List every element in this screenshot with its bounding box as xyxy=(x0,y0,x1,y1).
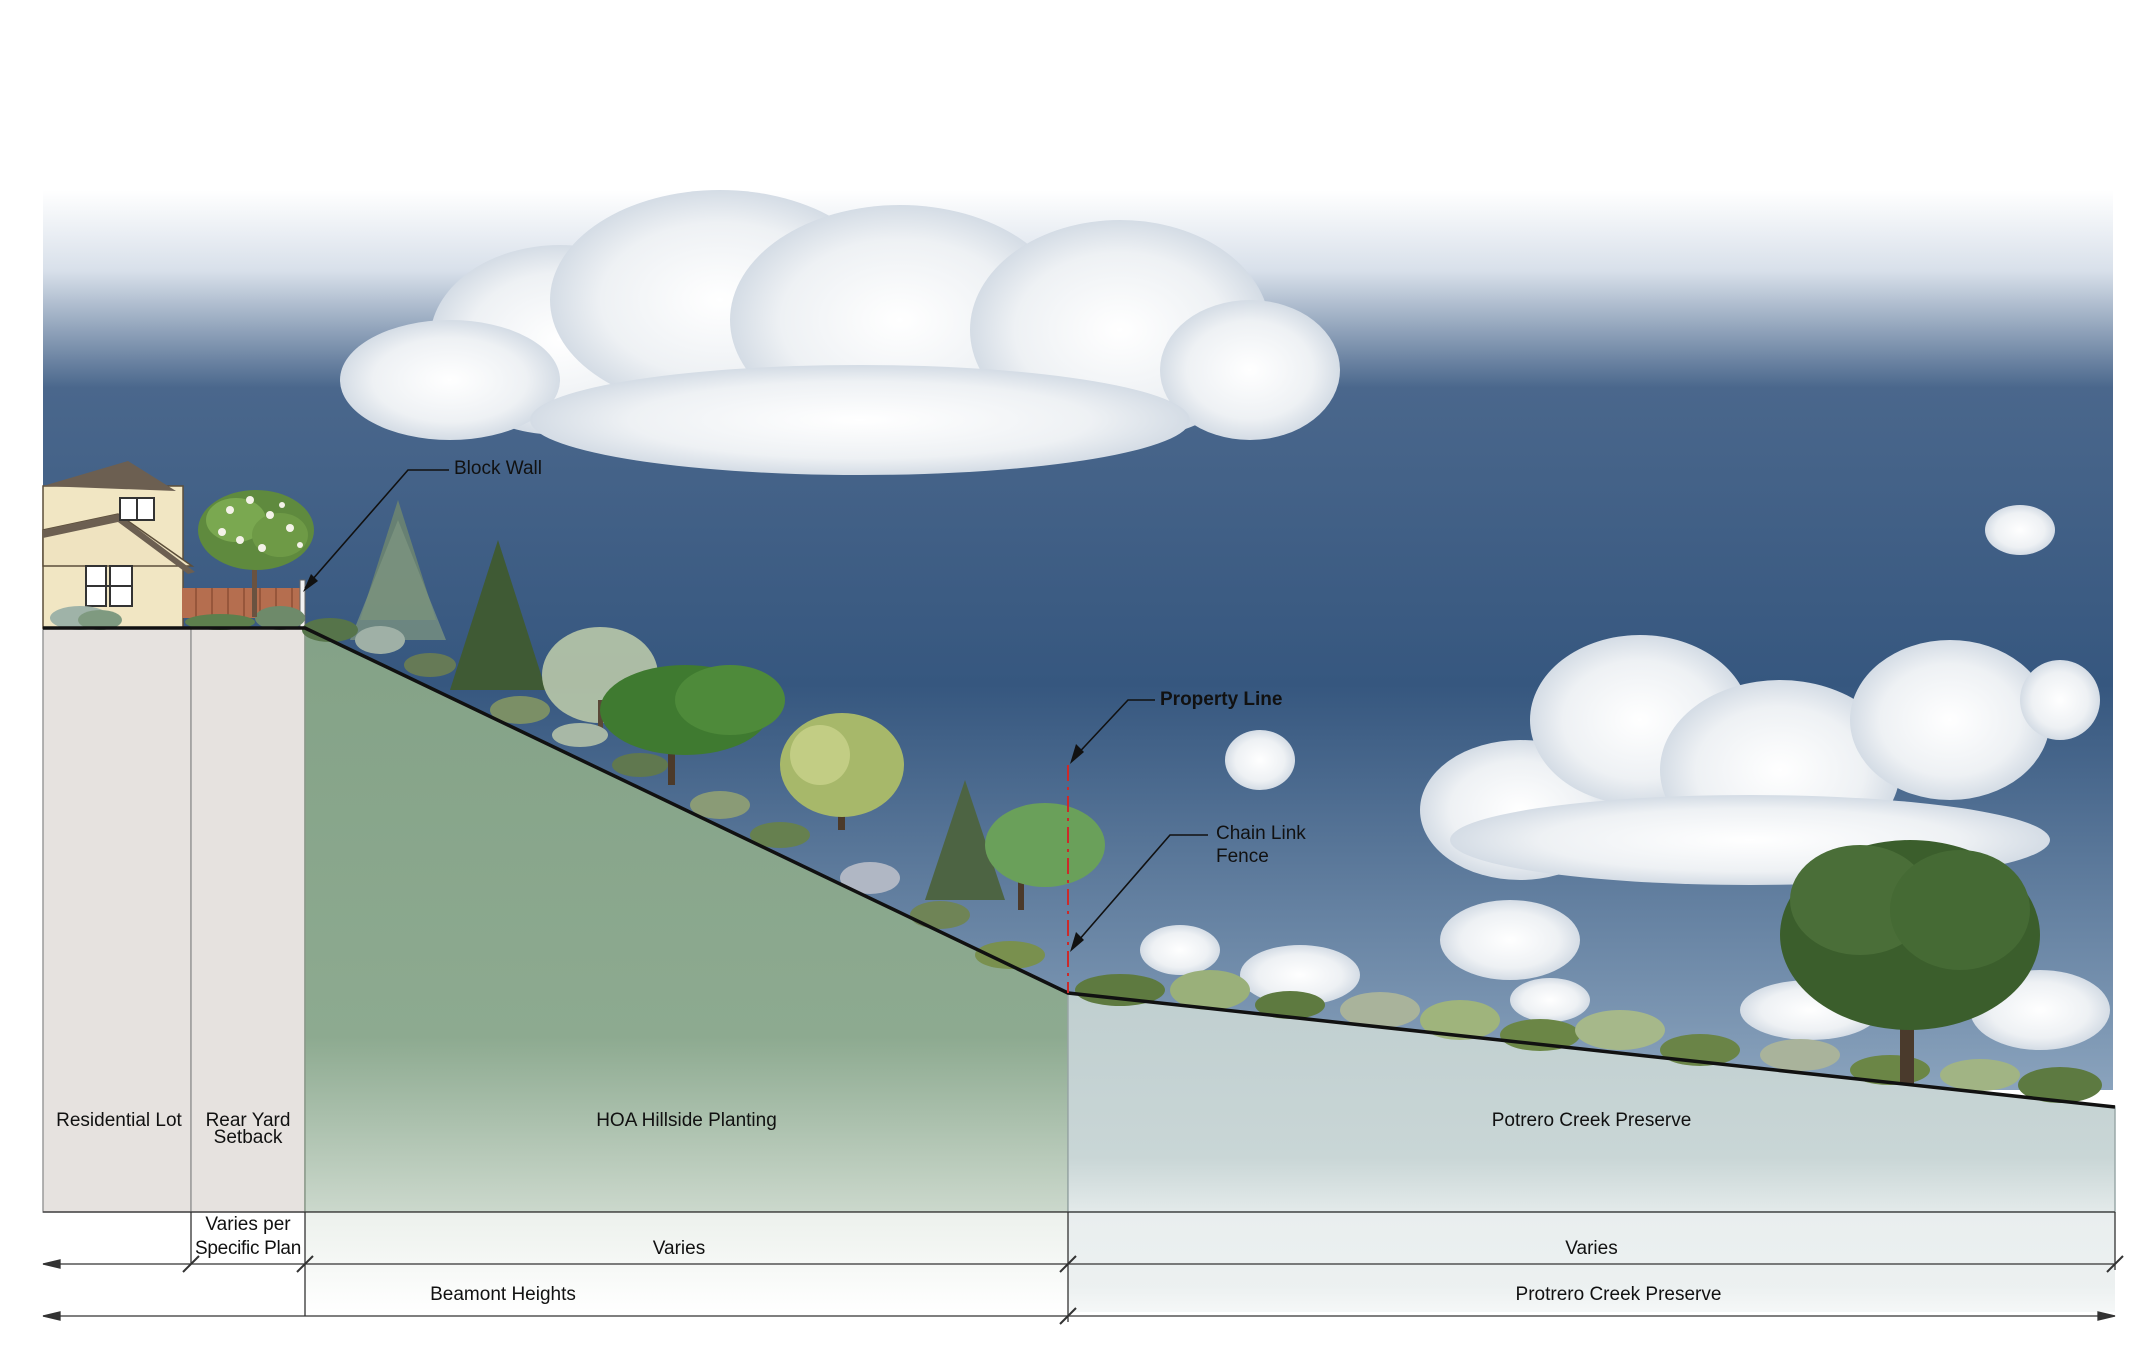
dim-beamont-heights: Beamont Heights xyxy=(430,1284,576,1305)
rear-yard-setback-zone xyxy=(190,627,306,1213)
hillside-trees xyxy=(350,500,1105,910)
yard-tree xyxy=(198,490,314,617)
residential-lot-zone xyxy=(42,627,192,1213)
dim-setback-line1: Varies per xyxy=(205,1214,291,1235)
dim-setback-line2: Specific Plan xyxy=(195,1238,301,1259)
label-hoa-hillside: HOA Hillside Planting xyxy=(596,1110,777,1131)
arrow-block-wall xyxy=(303,574,318,592)
callout-chain-link-1: Chain Link xyxy=(1216,823,1306,844)
house xyxy=(42,461,195,629)
yard-shrubs xyxy=(50,606,305,630)
oak-tree xyxy=(1780,840,2040,1085)
callout-property-line: Property Line xyxy=(1160,689,1283,710)
dim-preserve-width: Varies xyxy=(1565,1238,1618,1259)
callout-chain-link-2: Fence xyxy=(1216,846,1269,867)
label-rear-yard-setback: Rear Yard Setback xyxy=(191,1110,305,1148)
dim-band-2 xyxy=(1068,1212,2115,1312)
callout-leaders xyxy=(304,469,1208,949)
dim-band-1 xyxy=(305,1212,1068,1312)
dimension-lines xyxy=(42,1211,2124,1325)
hillside-shrubs xyxy=(302,618,1045,969)
cloud-large xyxy=(340,190,1340,475)
label-rear-yard-setback-text: Rear Yard Setback xyxy=(205,1110,291,1148)
label-residential-lot: Residential Lot xyxy=(56,1110,182,1131)
label-potrero-preserve: Potrero Creek Preserve xyxy=(1491,1110,1692,1131)
arrow-chain-link xyxy=(1070,932,1084,952)
dim-protrero-preserve: Protrero Creek Preserve xyxy=(1515,1284,1722,1305)
grade-line xyxy=(43,626,2116,1109)
callout-block-wall: Block Wall xyxy=(454,458,542,479)
arrow-property-line xyxy=(1070,744,1084,764)
dim-hoa-width: Varies xyxy=(652,1238,706,1259)
